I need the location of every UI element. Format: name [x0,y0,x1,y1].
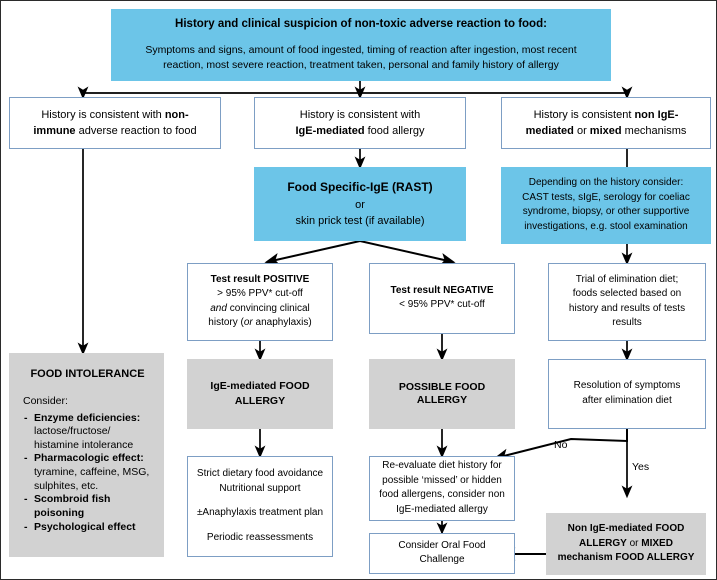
food-intolerance-list: Enzyme deficiencies: lactose/fructose/ h… [23,412,152,535]
elimination-trial-line-1: Trial of elimination diet; [575,273,679,285]
elimination-trial-line-3: history and results of tests [568,302,686,314]
list-item: Enzyme deficiencies: lactose/fructose/ h… [23,412,152,453]
test-positive-line-1: Test result POSITIVE [210,273,310,285]
elimination-trial-line-2: foods selected based on [572,288,682,300]
oral-challenge-line-2: Challenge [419,554,465,566]
management-line-3: ±Anaphylaxis treatment plan [196,507,324,519]
food-intolerance-title: FOOD INTOLERANCE [30,368,145,380]
resolution-line-1: Resolution of symptoms [573,380,681,392]
node-rast-test: Food Specific-IgE (RAST) or skin prick t… [254,167,466,241]
consider-tests-line-2: CAST tests, sIgE, serology for coeliac [522,191,690,203]
test-positive-line-3: and convincing clinical [210,302,310,314]
consider-tests-line-3: syndrome, biopsy, or other supportive [522,206,690,218]
test-negative-line-1: Test result NEGATIVE [390,284,494,296]
node-management-plan: Strict dietary food avoidance Nutritiona… [187,456,333,557]
management-line-4: Periodic reassessments [206,532,314,544]
node-oral-food-challenge: Consider Oral Food Challenge [369,533,515,574]
node-reevaluate-diet-history: Re-evaluate diet history for possible ‘m… [369,456,515,521]
node-consider-tests: Depending on the history consider: CAST … [501,167,711,244]
management-line-2: Nutritional support [219,482,301,494]
node-test-negative: Test result NEGATIVE < 95% PPV* cut-off [369,263,515,334]
non-immune-line-2: immune adverse reaction to food [33,124,197,137]
rast-or: or [355,198,365,211]
consider-tests-line-1: Depending on the history consider: [528,177,684,189]
rast-alternative: skin prick test (if available) [295,214,425,227]
list-item: Pharmacologic effect: tyramine, caffeine… [23,452,152,493]
node-non-ige-mediated-outcome: Non IgE-mediated FOOD ALLERGY or MIXED m… [546,513,706,575]
reevaluate-line-4: IgE-mediated allergy [396,504,488,515]
ige-food-allergy-line-2: ALLERGY [234,394,286,407]
history-heading: History and clinical suspicion of non-to… [175,18,547,31]
edge-label-yes: Yes [632,461,650,473]
non-immune-line-1: History is consistent with non- [41,108,189,121]
history-line-1: Symptoms and signs, amount of food inges… [145,43,577,56]
test-positive-line-2: > 95% PPV* cut-off [217,288,303,300]
management-line-1: Strict dietary food avoidance [196,468,324,479]
consider-tests-line-4: investigations, e.g. stool examination [524,220,688,232]
possible-food-allergy-label: POSSIBLE FOOD ALLERGY [398,380,486,406]
ige-history-line-1: History is consistent with [299,108,421,121]
node-possible-food-allergy: POSSIBLE FOOD ALLERGY [369,359,515,429]
list-item: Psychological effect [23,521,152,535]
test-negative-line-2: < 95% PPV* cut-off [399,299,485,311]
non-ige-history-line-1: History is consistent non IgE- [533,108,679,121]
node-ige-mediated-history: History is consistent with IgE-mediated … [254,97,466,149]
node-history-header: History and clinical suspicion of non-to… [111,9,611,81]
test-positive-line-4: history (or anaphylaxis) [208,317,312,329]
oral-challenge-line-1: Consider Oral Food [398,539,486,551]
reevaluate-line-3: food allergens, consider non [379,489,505,501]
node-ige-food-allergy: IgE-mediated FOOD ALLERGY [187,359,333,429]
node-non-immune-history: History is consistent with non- immune a… [9,97,221,149]
non-ige-outcome-line-2: ALLERGY or MIXED [579,537,673,549]
non-ige-history-line-2: mediated or mixed mechanisms [525,124,687,137]
elimination-trial-line-4: results [612,317,642,329]
non-ige-outcome-line-3: mechanism FOOD ALLERGY [557,552,695,564]
food-intolerance-consider: Consider: [23,395,68,408]
node-test-positive: Test result POSITIVE > 95% PPV* cut-off … [187,263,333,341]
non-ige-outcome-line-1: Non IgE-mediated FOOD [567,523,685,534]
reevaluate-line-2: possible ‘missed’ or hidden [382,474,502,486]
ige-food-allergy-line-1: IgE-mediated FOOD [210,379,310,392]
resolution-line-2: after elimination diet [582,394,672,406]
node-non-ige-mixed-history: History is consistent non IgE- mediated … [501,97,711,149]
node-food-intolerance: FOOD INTOLERANCE Consider: Enzyme defici… [9,353,164,557]
list-item: Scombroid fish poisoning [23,493,152,520]
rast-heading: Food Specific-IgE (RAST) [287,180,433,195]
edge-label-no: No [554,439,568,451]
history-line-2: reaction, most severe reaction, treatmen… [163,59,559,72]
node-resolution-of-symptoms: Resolution of symptoms after elimination… [548,359,706,429]
reevaluate-line-1: Re-evaluate diet history for [382,460,502,472]
node-elimination-trial: Trial of elimination diet; foods selecte… [548,263,706,341]
ige-history-line-2: IgE-mediated food allergy [295,124,425,137]
